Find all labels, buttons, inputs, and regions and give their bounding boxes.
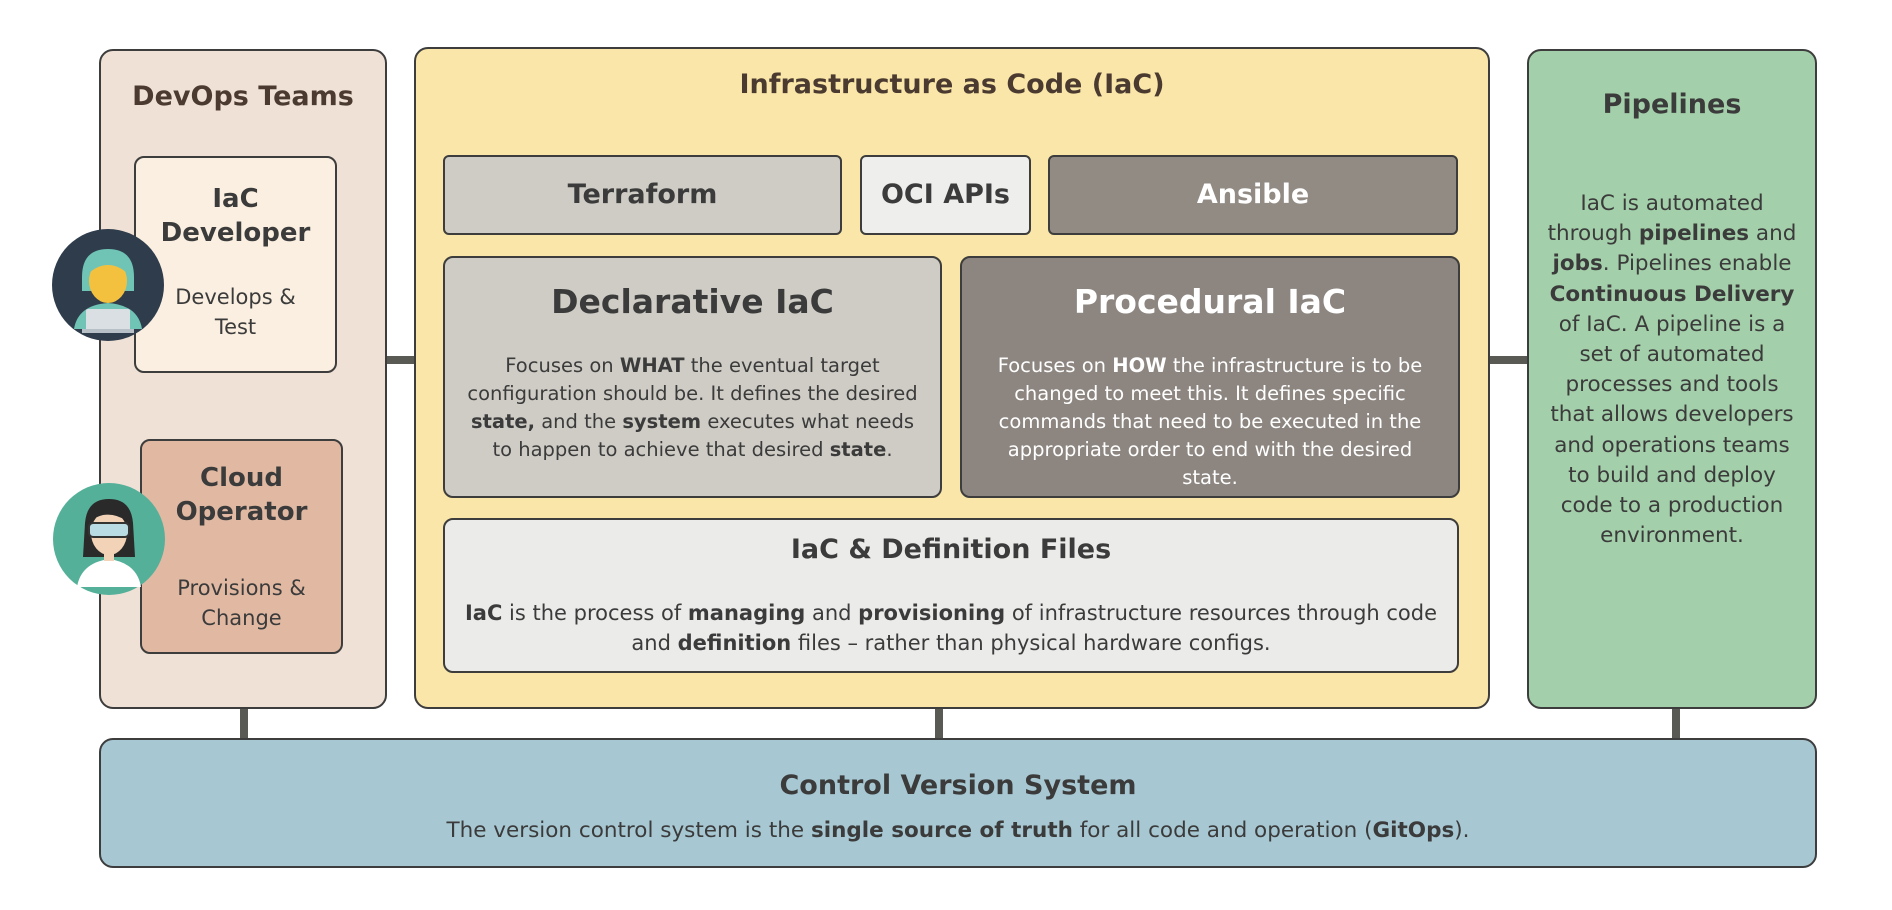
- iac-developer-desc-line1: Develops &: [175, 285, 296, 309]
- control-version-system-description: The version control system is the single…: [446, 818, 1470, 843]
- connector-iac-pipelines: [1490, 356, 1528, 364]
- pipelines-description: IaC is automated through pipelines and j…: [1547, 191, 1797, 549]
- connector-pipelines-cvs: [1672, 709, 1680, 739]
- pipelines-panel: Pipelines IaC is automated through pipel…: [1527, 49, 1817, 709]
- cloud-operator-title-line1: Cloud: [200, 463, 283, 493]
- declarative-iac-box: Declarative IaC Focuses on WHAT the even…: [443, 256, 942, 498]
- cloud-operator-card: Cloud Operator Provisions & Change: [140, 439, 343, 654]
- procedural-iac-title: Procedural IaC: [1073, 282, 1347, 321]
- terraform-box: Terraform: [443, 155, 842, 235]
- ansible-box: Ansible: [1048, 155, 1458, 235]
- connector-iac-cvs: [935, 709, 943, 739]
- iac-developer-desc-line2: Test: [214, 315, 257, 339]
- cloud-operator-desc-line2: Change: [201, 606, 282, 630]
- control-version-system-panel: Control Version System The version contr…: [99, 738, 1817, 868]
- oci-apis-box: OCI APIs: [860, 155, 1031, 235]
- connector-devops-iac: [387, 356, 415, 364]
- procedural-iac-box: Procedural IaC Focuses on HOW the infras…: [960, 256, 1460, 498]
- procedural-iac-description: Focuses on HOW the infrastructure is to …: [997, 354, 1423, 489]
- connector-devops-cvs: [240, 709, 248, 739]
- declarative-iac-title: Declarative IaC: [551, 282, 834, 321]
- operator-avatar-icon: [53, 483, 165, 595]
- iac-developer-title-line2: Developer: [160, 218, 311, 248]
- cloud-operator-title-line2: Operator: [175, 497, 308, 527]
- definition-files-description: IaC is the process of managing and provi…: [464, 601, 1438, 655]
- iac-title: Infrastructure as Code (IaC): [739, 69, 1165, 100]
- iac-developer-card: IaC Developer Develops & Test: [134, 156, 337, 373]
- cloud-operator-desc-line1: Provisions &: [177, 576, 306, 600]
- developer-avatar-icon: [52, 229, 164, 341]
- definition-files-title: IaC & Definition Files: [790, 534, 1112, 565]
- iac-developer-title-line1: IaC: [212, 184, 259, 214]
- definition-files-box: IaC & Definition Files IaC is the proces…: [443, 518, 1459, 673]
- pipelines-title: Pipelines: [1602, 89, 1742, 120]
- devops-teams-title: DevOps Teams: [132, 81, 354, 112]
- declarative-iac-description: Focuses on WHAT the eventual target conf…: [467, 354, 918, 461]
- control-version-system-title: Control Version System: [779, 770, 1137, 801]
